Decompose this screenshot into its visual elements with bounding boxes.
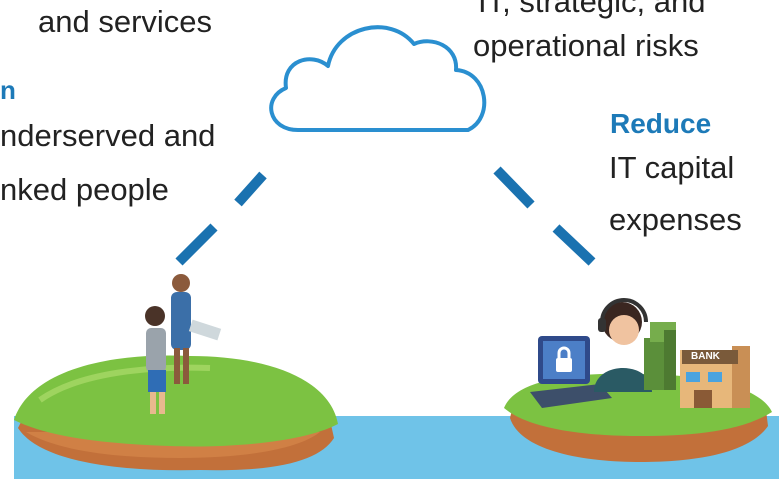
connector-dash <box>493 166 535 209</box>
reduce-heading: Reduce <box>610 108 712 139</box>
cloud-icon <box>269 25 487 132</box>
left-caption-line-2: nderserved and <box>0 118 216 153</box>
top-right-caption-line-1: IT, strategic, and <box>478 0 706 19</box>
money-stack-icon <box>644 322 676 390</box>
right-caption-line-2: expenses <box>609 202 742 237</box>
left-caption-line-1: and services <box>38 4 213 39</box>
top-right-caption-line-2: operational risks <box>473 28 699 63</box>
connector-dash <box>552 224 596 266</box>
bank-building-icon <box>680 346 750 408</box>
bank-sign: BANK <box>691 351 720 362</box>
connector-dash <box>234 171 267 207</box>
laptop-lock-icon <box>530 336 612 408</box>
left-caption-line-3: nked people <box>0 172 169 207</box>
people-figures <box>145 274 222 414</box>
right-caption-line-1: IT capital <box>609 150 735 185</box>
left-island <box>14 355 338 471</box>
connector-dash <box>175 223 218 266</box>
support-agent-icon <box>594 298 652 392</box>
dashed-connectors <box>175 166 596 266</box>
left-caption-heading: n <box>0 75 16 105</box>
